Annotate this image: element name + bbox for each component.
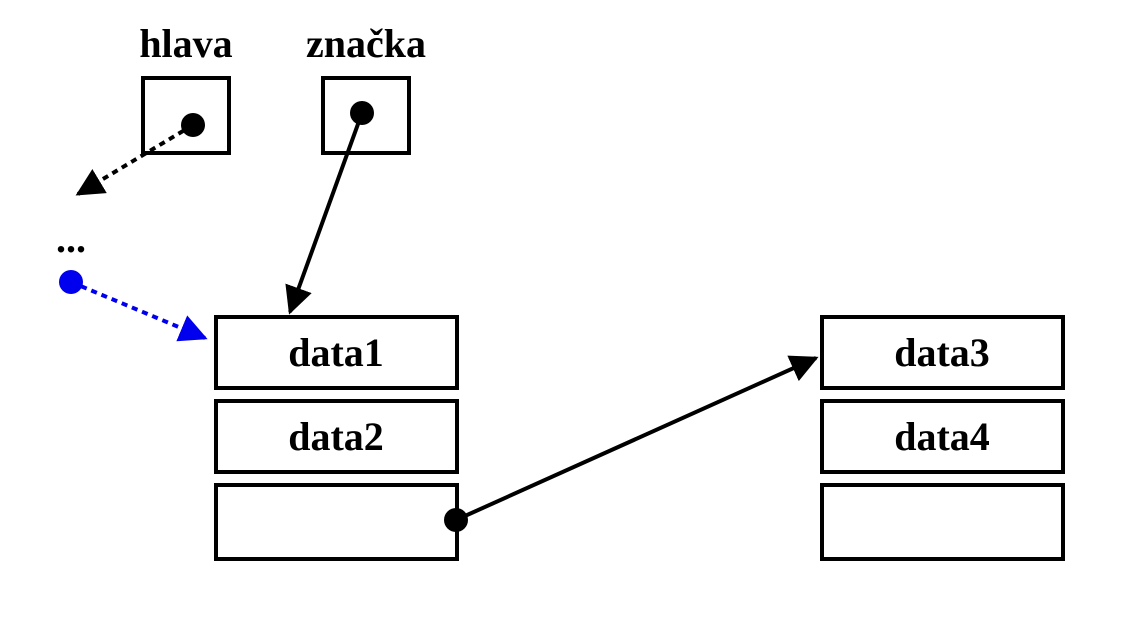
head-variable-box: [141, 76, 231, 155]
next-pointer-arrow: [455, 355, 819, 522]
node2-next-cell: [820, 483, 1065, 561]
node1-cell-2-text: data2: [288, 414, 384, 459]
node2-cell-2-text: data4: [894, 414, 990, 459]
list-node-1: data1 data2: [214, 315, 459, 561]
head-pointer-dot: [181, 113, 205, 137]
node2-cell-2: [820, 399, 1065, 474]
node1-next-cell: [214, 483, 459, 561]
mark-pointer-arrow: [285, 112, 364, 315]
node1-cell-2: [214, 399, 459, 474]
previous-pointer-dot: [59, 270, 83, 294]
head-pointer-arrow: [75, 123, 195, 196]
ellipsis-text: ...: [56, 216, 86, 261]
node1-cell-1-text: data1: [288, 330, 384, 375]
previous-pointer-arrow: [70, 280, 208, 342]
list-node-2: data3 data4: [820, 315, 1065, 561]
node2-cell-1: [820, 315, 1065, 390]
mark-variable-label: značka: [306, 21, 426, 66]
mark-pointer-dot: [350, 101, 374, 125]
next-pointer-dot: [444, 508, 468, 532]
node1-cell-1: [214, 315, 459, 390]
node2-cell-1-text: data3: [894, 330, 990, 375]
head-variable-label: hlava: [139, 21, 232, 66]
